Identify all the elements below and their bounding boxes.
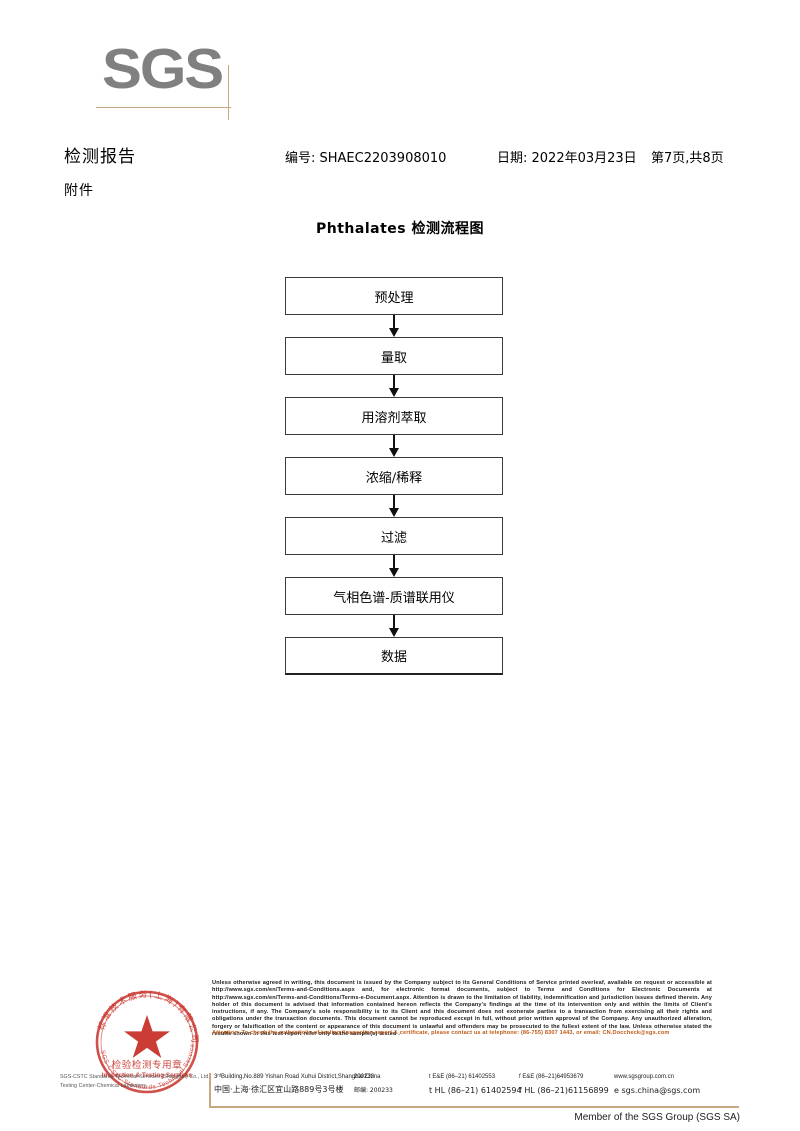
flow-step-label: 浓缩/稀释 [365, 470, 423, 486]
flow-step-label: 预处理 [374, 290, 414, 306]
attachment-label: 附件 [64, 183, 94, 199]
flow-step-label: 气相色谱-质谱联用仪 [333, 590, 455, 606]
svg-text:Inspection & Testing Services: Inspection & Testing Services [102, 1072, 193, 1079]
flow-arrow-2 [285, 375, 503, 397]
fax-ee: f E&E (86–21)64953679 [519, 1074, 584, 1080]
arrow-shaft [393, 375, 395, 390]
flow-step-label: 数据 [380, 650, 407, 665]
flow-arrow-4 [285, 495, 503, 517]
arrow-head-icon [389, 628, 399, 637]
telephone-ee: t E&E (86–21) 61402553 [429, 1074, 496, 1080]
page-footer: 标准技术服务(上海)有限公司 SGS-CSTC Standards Techni… [0, 975, 800, 1131]
arrow-shaft [393, 495, 395, 510]
flow-step-solvent-extraction: 用溶剂萃取 [285, 397, 503, 435]
fax-hl: f HL (86–21)61156899 [519, 1086, 609, 1095]
arrow-head-icon [389, 328, 399, 337]
flow-step-label: 量取 [380, 350, 407, 366]
inspection-stamp: 标准技术服务(上海)有限公司 SGS-CSTC Standards Techni… [85, 978, 206, 1101]
legal-disclaimer: Unless otherwise agreed in writing, this… [212, 980, 712, 1038]
address-en: 3ʳᵈBuilding,No.889 Yishan Road Xuhui Dis… [214, 1074, 381, 1080]
flow-step-label: 用溶剂萃取 [361, 410, 427, 426]
flowchart-title: Phthalates 检测流程图 [316, 221, 484, 237]
arrow-head-icon [389, 388, 399, 397]
arrow-shaft [393, 435, 395, 450]
arrow-shaft [393, 555, 395, 570]
contact-block: 3ʳᵈBuilding,No.889 Yishan Road Xuhui Dis… [214, 1071, 754, 1097]
address-cn: 中国·上海·徐汇区宜山路889号3号楼 [214, 1085, 344, 1094]
footer-vertical-rule [209, 1073, 211, 1107]
flow-step-label: 过滤 [380, 530, 407, 546]
flow-step-data: 数据 [285, 637, 503, 675]
report-date: 日期: 2022年03月23日 [497, 151, 637, 166]
flow-step-concentration-dilution: 浓缩/稀释 [285, 457, 503, 495]
flow-arrow-3 [285, 435, 503, 457]
arrow-head-icon [389, 448, 399, 457]
arrow-shaft [393, 615, 395, 630]
telephone-hl: t HL (86–21) 61402594 [429, 1086, 522, 1095]
postcode-cn: 邮编: 200233 [354, 1087, 393, 1094]
postcode-en: 200233 [354, 1074, 375, 1080]
flow-arrow-5 [285, 555, 503, 577]
flow-step-filtration: 过滤 [285, 517, 503, 555]
website-link[interactable]: www.sgsgroup.com.cn [614, 1074, 675, 1080]
flow-step-pretreatment: 预处理 [285, 277, 503, 315]
flow-arrow-6 [285, 615, 503, 637]
contact-row-cn: 中国·上海·徐汇区宜山路889号3号楼 邮编: 200233 t HL (86–… [214, 1084, 754, 1097]
arrow-head-icon [389, 568, 399, 577]
sgs-logo: SGS [96, 37, 346, 120]
page-indicator: 第7页,共8页 [651, 151, 724, 166]
flow-step-gcms: 气相色谱-质谱联用仪 [285, 577, 503, 615]
page-title: 检测报告 [64, 147, 136, 167]
group-membership: Member of the SGS Group (SGS SA) [574, 1112, 740, 1123]
stamp-entity-line2: Testing Center-Chemical Laboratory. [60, 1083, 148, 1089]
logo-wordmark: SGS [102, 37, 224, 101]
footer-horizontal-rule [209, 1106, 739, 1108]
flow-arrow-1 [285, 315, 503, 337]
arrow-shaft [393, 315, 395, 330]
flowchart: 预处理 量取 用溶剂萃取 浓缩/稀释 过滤 [285, 277, 503, 675]
contact-row-en: 3ʳᵈBuilding,No.889 Yishan Road Xuhui Dis… [214, 1071, 754, 1084]
arrow-head-icon [389, 508, 399, 517]
stamp-legal-entity: SGS-CSTC Standards Technical Services (S… [60, 1073, 220, 1091]
flow-step-measure: 量取 [285, 337, 503, 375]
logo-horizontal-rule [96, 107, 231, 108]
stamp-entity-line1: SGS-CSTC Standards Technical Services (S… [60, 1074, 210, 1080]
logo-vertical-rule [228, 65, 229, 120]
report-number: 编号: SHAEC2203908010 [285, 151, 447, 166]
svg-text:检验检测专用章: 检验检测专用章 [112, 1059, 183, 1071]
email-link[interactable]: e sgs.china@sgs.com [614, 1086, 701, 1095]
attention-notice: Attention: To check the authenticity of … [212, 1030, 670, 1036]
